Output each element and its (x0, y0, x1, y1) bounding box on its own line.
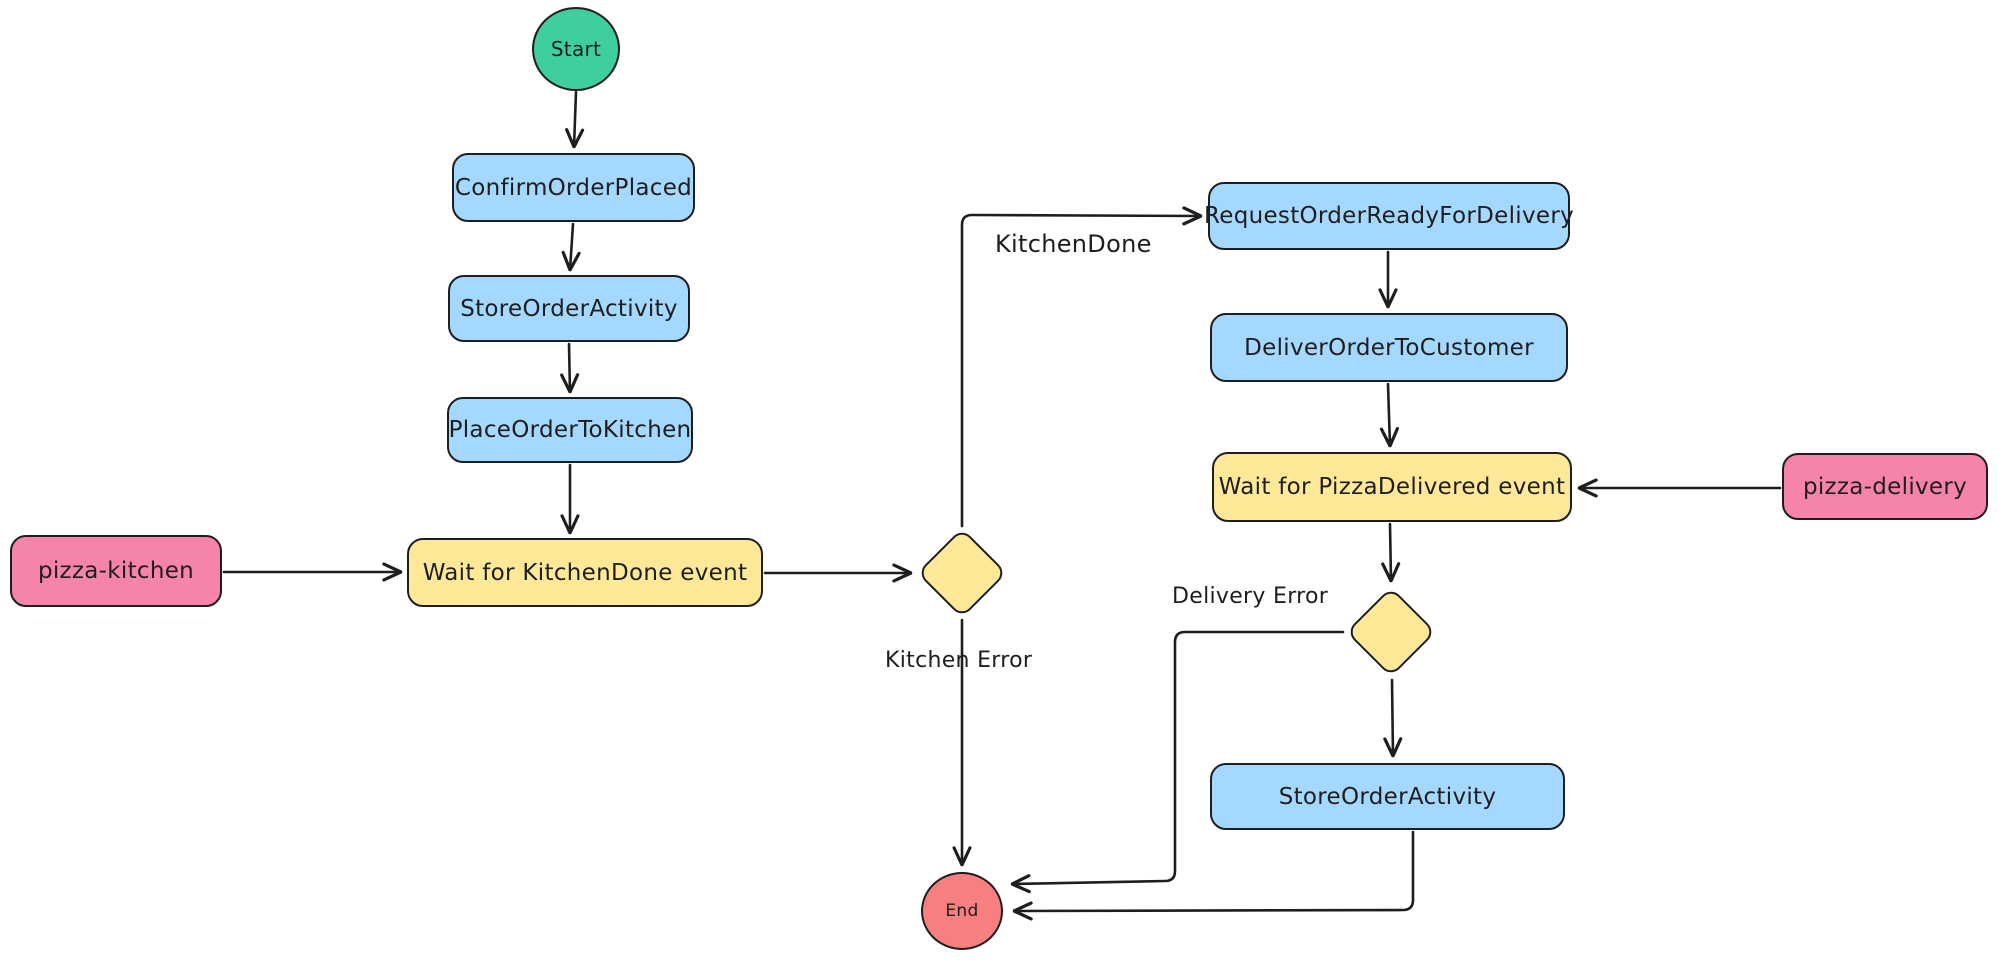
node-pizza-delivery-label: pizza-delivery (1802, 473, 1968, 500)
node-pizza-kitchen[interactable]: pizza-kitchen (10, 535, 222, 607)
node-deliver-order-to-customer-label: DeliverOrderToCustomer (1244, 334, 1534, 361)
edge-start-to-confirm[interactable] (574, 90, 576, 147)
edge-label-kitchen-error[interactable]: Kitchen Error (885, 648, 1033, 673)
edge-label-delivery-error[interactable]: Delivery Error (1172, 584, 1329, 609)
node-pizza-delivery[interactable]: pizza-delivery (1782, 453, 1988, 520)
node-confirm-order-placed[interactable]: ConfirmOrderPlaced (452, 153, 695, 222)
edge-deliver-to-wait-pizza[interactable] (1388, 382, 1390, 446)
edge-wait-pizza-to-delivery-decision[interactable] (1390, 522, 1391, 581)
node-wait-kitchen-done[interactable]: Wait for KitchenDone event (407, 538, 763, 607)
edge-store1-to-place[interactable] (569, 342, 570, 392)
node-place-order-to-kitchen[interactable]: PlaceOrderToKitchen (447, 397, 693, 463)
node-store-order-activity-1[interactable]: StoreOrderActivity (448, 275, 690, 342)
edge-delivery-error-to-end[interactable] (1012, 630, 1345, 884)
node-place-order-to-kitchen-label: PlaceOrderToKitchen (448, 417, 692, 443)
node-end[interactable]: End (921, 872, 1003, 950)
node-start[interactable]: Start (532, 7, 620, 91)
node-wait-pizza-delivered[interactable]: Wait for PizzaDelivered event (1212, 452, 1572, 522)
edge-confirm-to-store1[interactable] (570, 222, 573, 270)
node-request-order-ready-for-delivery[interactable]: RequestOrderReadyForDelivery (1204, 182, 1574, 250)
node-start-label: Start (550, 37, 602, 61)
node-deliver-order-to-customer[interactable]: DeliverOrderToCustomer (1210, 313, 1568, 382)
node-store-order-activity-1-label: StoreOrderActivity (460, 295, 678, 322)
node-wait-kitchen-done-label: Wait for KitchenDone event (422, 559, 748, 586)
node-confirm-order-placed-label: ConfirmOrderPlaced (454, 174, 693, 201)
node-wait-pizza-delivered-label: Wait for PizzaDelivered event (1218, 474, 1566, 500)
edge-delivery-decision-to-store2[interactable] (1392, 678, 1393, 756)
edge-label-kitchen-done[interactable]: KitchenDone (995, 230, 1152, 258)
node-end-label: End (945, 901, 979, 921)
edge-store2-to-end[interactable] (1012, 830, 1415, 911)
edge-kitchen-done[interactable] (960, 215, 1203, 528)
node-store-order-activity-2-label: StoreOrderActivity (1278, 783, 1497, 810)
node-store-order-activity-2[interactable]: StoreOrderActivity (1210, 763, 1565, 830)
node-pizza-kitchen-label: pizza-kitchen (37, 558, 195, 584)
node-request-order-ready-for-delivery-label: RequestOrderReadyForDelivery (1204, 203, 1574, 229)
